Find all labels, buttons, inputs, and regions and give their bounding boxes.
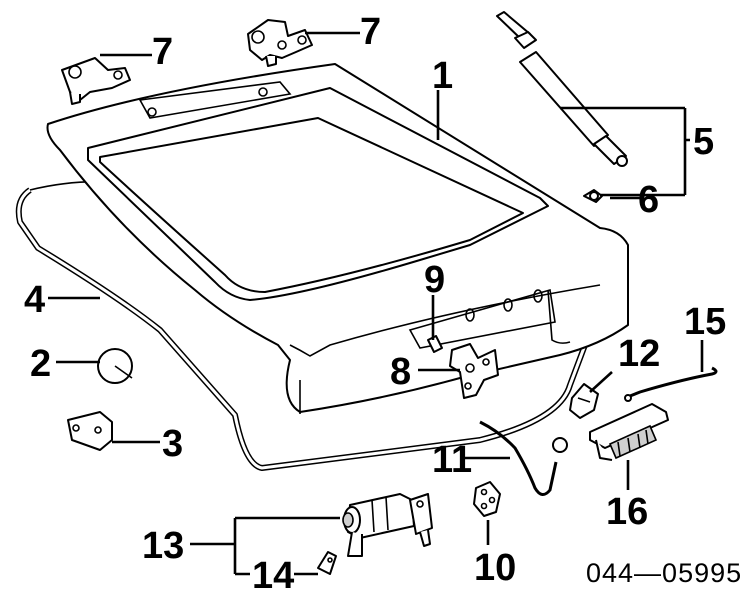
cylinder-clip (317, 551, 337, 575)
callout-4: 4 (24, 279, 45, 321)
diagram-code: 044—05995 (586, 558, 742, 588)
outside-handle (589, 403, 669, 461)
callout-11: 11 (432, 439, 472, 481)
lock-cylinder (342, 493, 433, 557)
callout-2: 2 (30, 343, 51, 385)
ball-stud (583, 189, 603, 203)
callout-7-left: 7 (152, 31, 173, 73)
callout-14: 14 (252, 555, 294, 597)
callout-9: 9 (424, 259, 445, 301)
callout-1: 1 (432, 55, 453, 97)
callout-8: 8 (390, 351, 411, 393)
leader-lines (48, 31, 704, 576)
callout-6: 6 (638, 179, 659, 221)
stopper (67, 411, 113, 451)
gas-strut (496, 11, 628, 167)
control-rod (624, 366, 718, 402)
release-cable (479, 420, 568, 496)
callout-15: 15 (684, 301, 726, 343)
callout-7-right: 7 (360, 11, 381, 53)
callout-3: 3 (162, 423, 183, 465)
callout-16: 16 (606, 491, 648, 533)
callout-5: 5 (693, 121, 714, 163)
callout-10: 10 (474, 547, 516, 589)
back-door-panel (46, 63, 629, 414)
lock-plate (473, 481, 501, 517)
callout-13: 13 (142, 525, 184, 567)
hinge-left (61, 57, 131, 105)
cap (97, 348, 133, 384)
hinge-right (247, 19, 313, 67)
callout-12: 12 (618, 333, 660, 375)
